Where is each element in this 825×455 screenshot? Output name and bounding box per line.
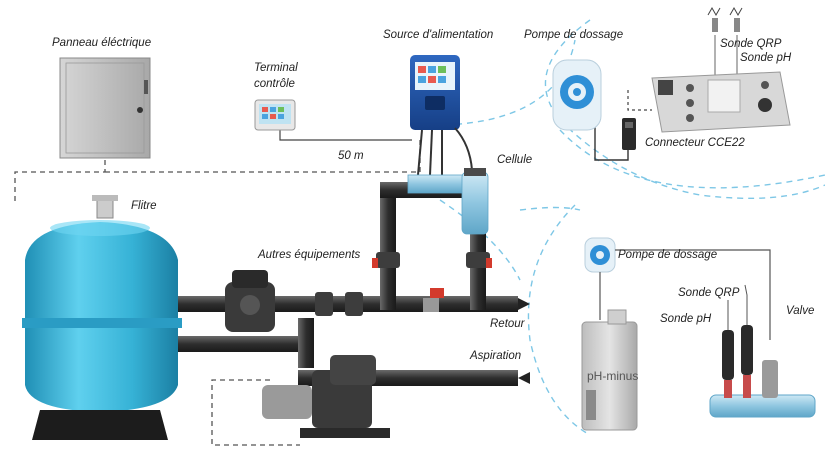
label-cell: Cellule	[497, 154, 533, 166]
electrolysis-cell	[407, 168, 489, 235]
cce22-connector	[622, 118, 636, 150]
pump-wire	[211, 379, 300, 446]
terminal-cable	[279, 130, 412, 141]
probe-connectors-top	[707, 6, 743, 32]
label-suction: Aspiration	[470, 350, 522, 362]
zoom-arc-top-outer	[544, 19, 825, 200]
sand-filter-tank	[22, 195, 182, 440]
label-return: Retour	[490, 318, 525, 330]
label-electrical-panel: Panneau éléctrique	[52, 37, 152, 49]
label-terminal-line1: Terminal	[254, 62, 298, 74]
label-power-source: Source d'alimentation	[383, 29, 494, 41]
zoom-arc-mid	[439, 199, 581, 281]
power-supply-unit	[410, 55, 473, 176]
label-terminal-line2: contrôle	[254, 78, 295, 90]
dosing-cable-top	[594, 125, 629, 161]
label-dosing-pump-bottom: Pompe de dossage	[618, 249, 718, 261]
electrical-panel	[59, 57, 151, 159]
label-orp-probe-bottom: Sonde QRP	[678, 287, 740, 299]
probe-assembly-bottom	[709, 284, 816, 418]
label-valve: Valve	[786, 305, 815, 317]
multiport-valve	[225, 270, 275, 332]
zoom-arc-bottom	[527, 204, 591, 436]
ccr-cable	[627, 90, 652, 111]
dosing-pump-top	[552, 59, 602, 131]
label-other-equipment: Autres équipements	[258, 249, 361, 261]
label-orp-probe-top: Sonde QRP	[720, 38, 782, 50]
ph-minus-label: pH-minus	[587, 369, 638, 383]
label-ph-probe-top: Sonde pH	[740, 52, 792, 64]
label-ph-probe-bottom: Sonde pH	[660, 313, 712, 325]
label-dosing-pump-top: Pompe de dossage	[524, 29, 624, 41]
control-terminal	[254, 99, 296, 131]
label-connector: Connecteur CCE22	[645, 137, 745, 149]
dosing-pump-bottom	[584, 237, 771, 340]
label-filter: Flitre	[131, 200, 157, 212]
ph-minus-canister: pH-minus	[581, 309, 638, 431]
circulation-pump	[262, 355, 390, 438]
controller-box	[651, 71, 791, 133]
label-distance: 50 m	[338, 150, 364, 162]
zoom-arc-top	[444, 39, 825, 189]
probe-cables-top	[714, 35, 738, 75]
